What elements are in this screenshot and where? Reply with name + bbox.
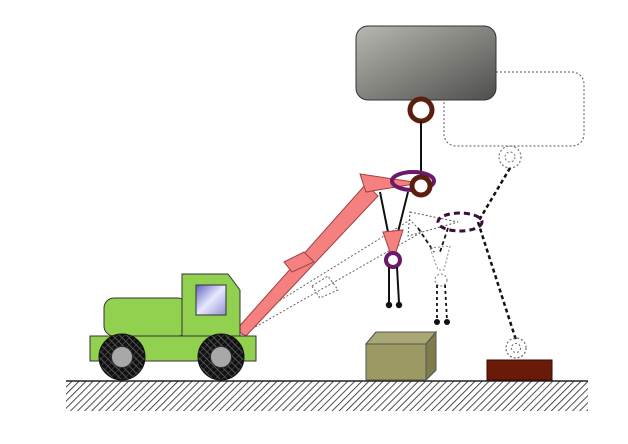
crane-truck [89, 273, 257, 381]
crane-boom [235, 170, 436, 337]
crate [364, 330, 438, 382]
ground [66, 380, 588, 411]
metal-plate [486, 359, 553, 381]
cab-window [195, 284, 227, 316]
rear-wheel [98, 333, 146, 381]
ghost-cable [476, 167, 527, 359]
hook-block [355, 25, 497, 178]
ghost-boom [231, 211, 484, 339]
front-wheel [197, 333, 245, 381]
